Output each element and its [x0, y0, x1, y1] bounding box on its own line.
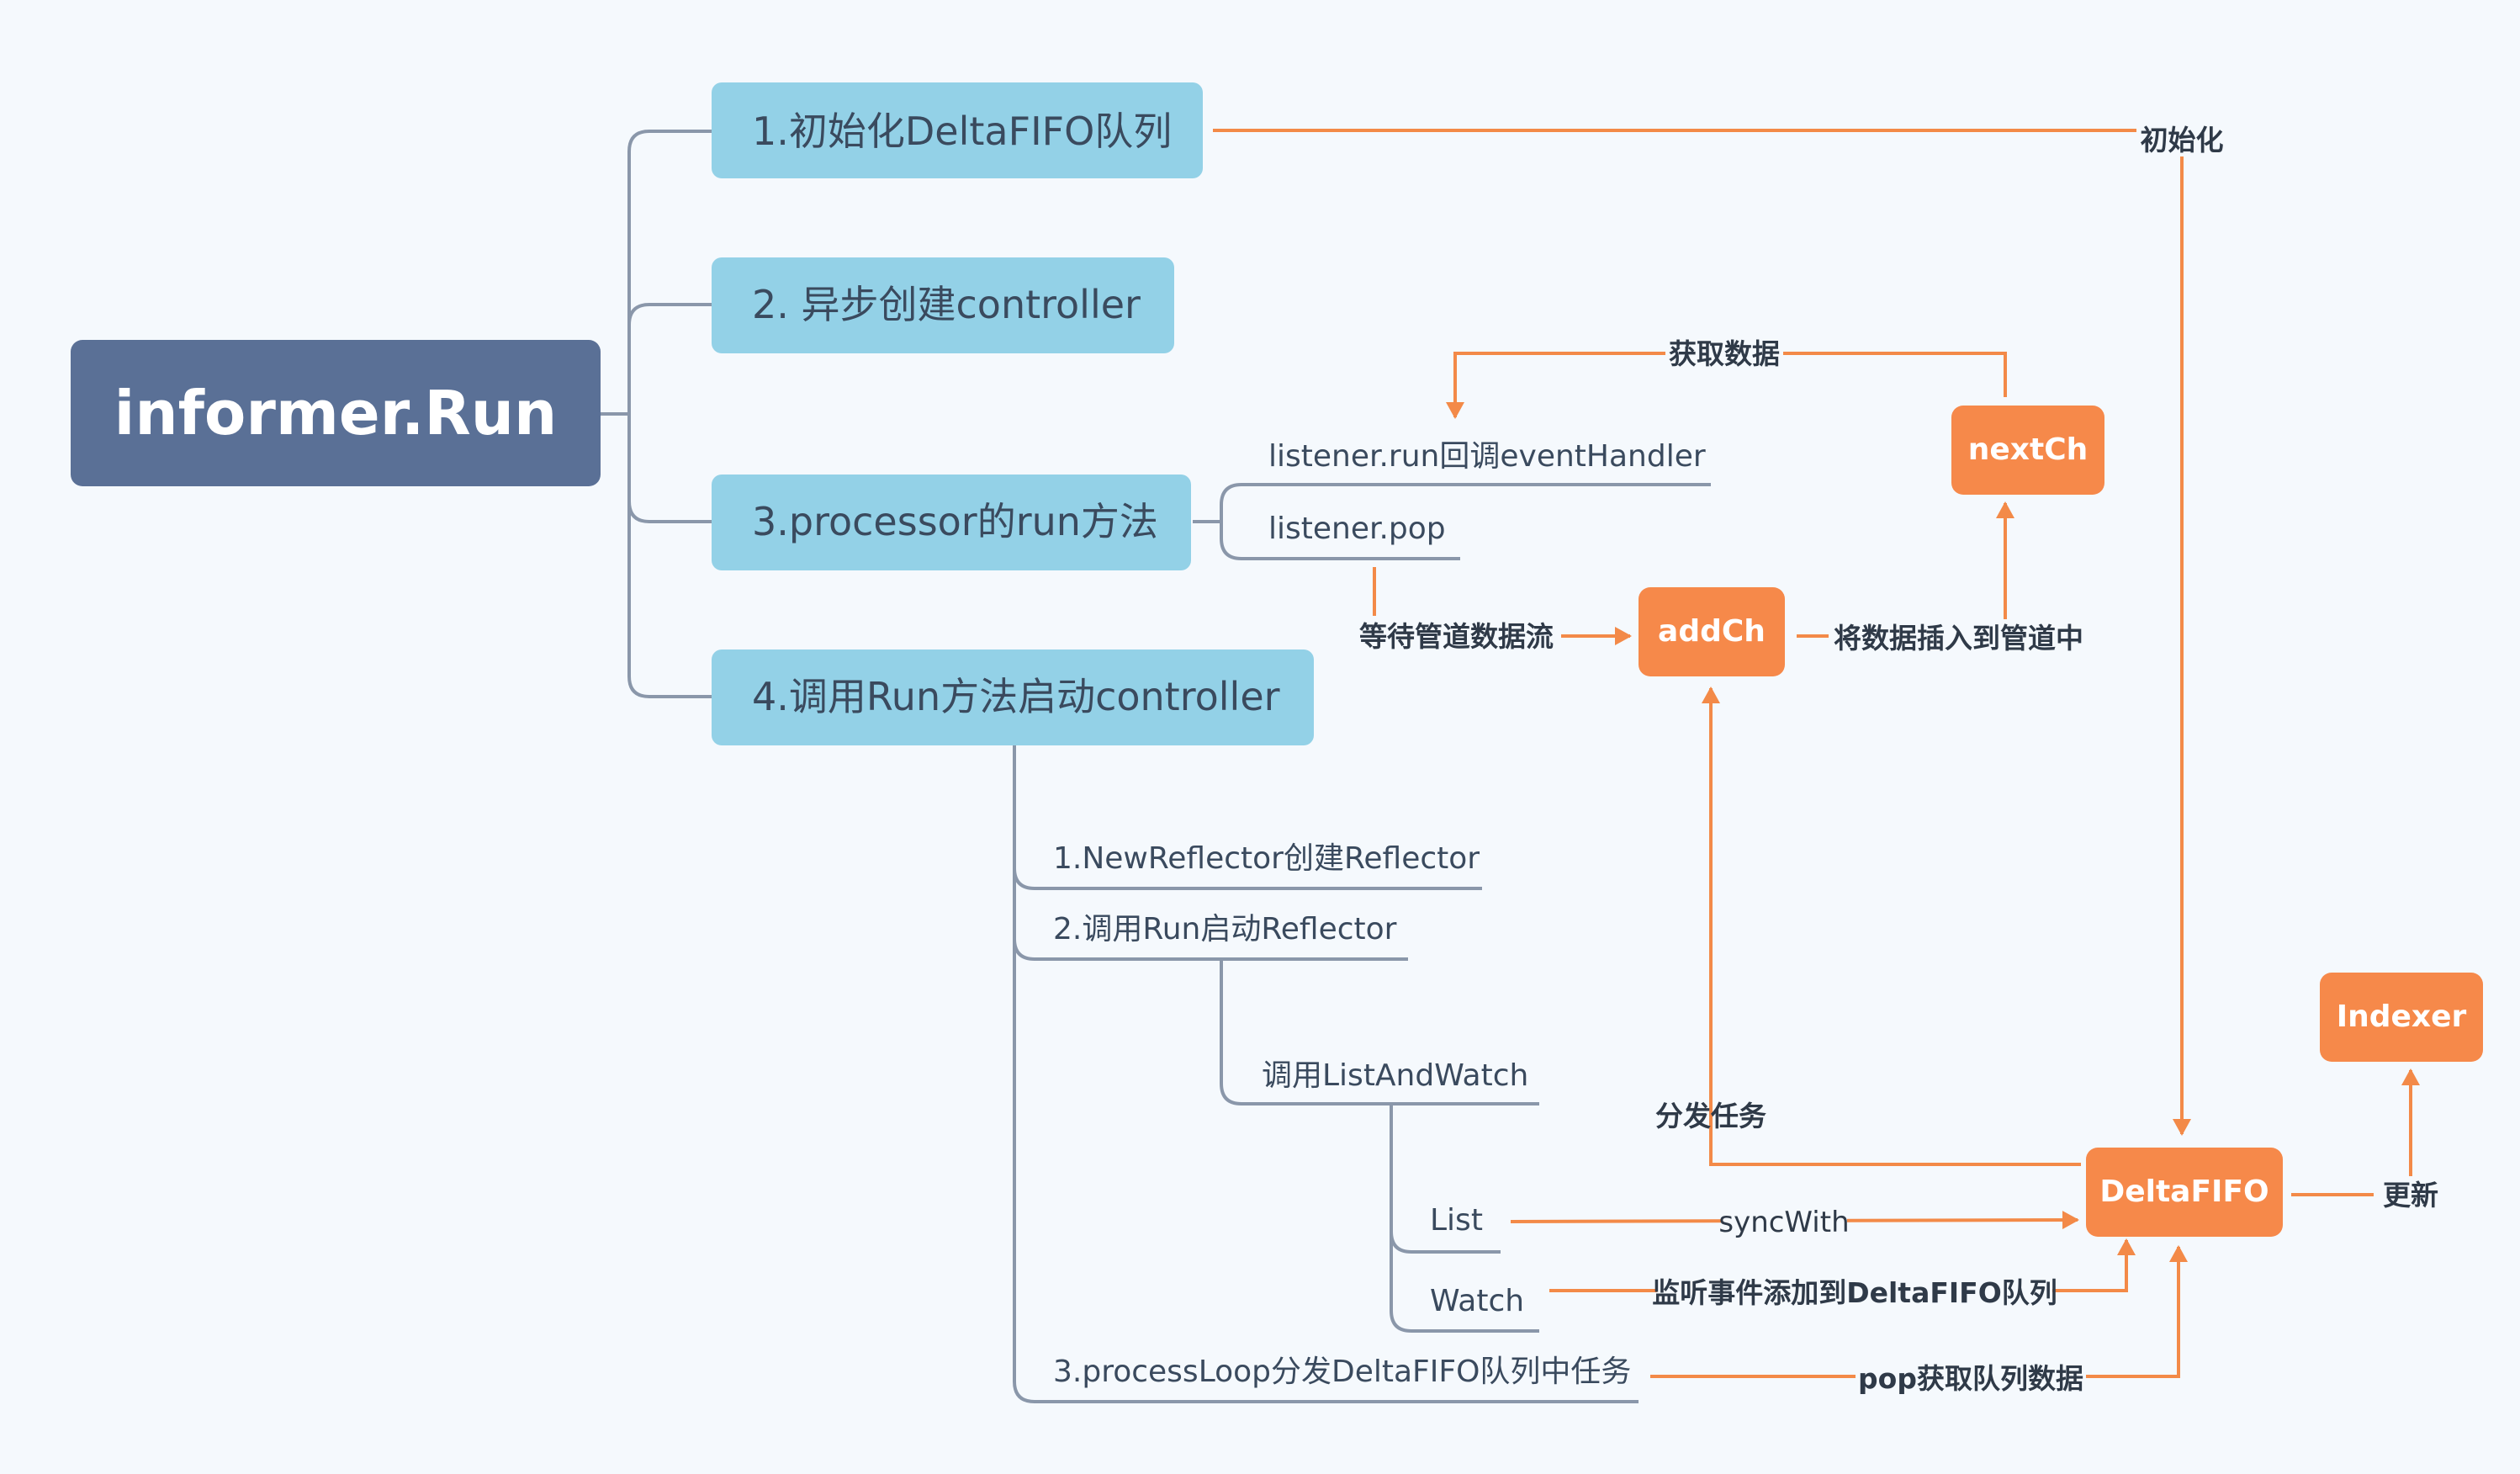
edge-label-dispatch: 分发任务: [1655, 1100, 1766, 1132]
tree-connectors: [601, 130, 1711, 1403]
edge-label-insert-pipe: 将数据插入到管道中: [1834, 622, 2083, 655]
root-node[interactable]: informer.Run: [71, 340, 601, 486]
component-add-ch-label: addCh: [1658, 614, 1766, 649]
edge-label-wait-stream: 等待管道数据流: [1359, 620, 1554, 653]
connector-controller-trunk: [1013, 745, 1639, 1403]
flow-deltafifo-to-addch: [1702, 687, 2081, 1166]
connector-processor-children: [1220, 483, 1711, 560]
component-next-ch[interactable]: nextCh: [1951, 406, 2104, 495]
step-node-run-controller-box: [712, 650, 1314, 745]
component-add-ch-box: [1639, 587, 1785, 676]
component-delta-fifo-label: DeltaFIFO: [2099, 1174, 2269, 1209]
component-delta-fifo-box: [2086, 1148, 2283, 1237]
component-next-ch-box: [1951, 406, 2104, 495]
step-node-run-controller[interactable]: 4.调用Run方法启动controller: [712, 650, 1314, 745]
edge-label-pop-fetch-text: pop获取队列数据: [1858, 1362, 2083, 1395]
edge-label-init: 初始化: [2136, 118, 2229, 156]
step-node-create-controller[interactable]: 2. 异步创建controller: [712, 257, 1174, 353]
component-indexer-label: Indexer: [2337, 999, 2467, 1034]
step-node-create-controller-label: 2. 异步创建controller: [752, 282, 1141, 327]
run-reflector-label: 2.调用Run启动Reflector: [1053, 912, 1397, 946]
flow-deltafifo-to-indexer: [2291, 1068, 2420, 1196]
connector-new-reflector: [1013, 867, 1482, 890]
connector-step3: [627, 501, 712, 523]
step-node-processor-run[interactable]: 3.processor的run方法: [712, 475, 1191, 570]
list-and-watch-label: 调用ListAndWatch: [1262, 1058, 1528, 1093]
connector-step2: [627, 303, 712, 326]
root-node-box: [71, 340, 601, 486]
component-delta-fifo[interactable]: DeltaFIFO: [2086, 1148, 2283, 1237]
connector-run-reflector: [1013, 938, 1408, 961]
edge-label-update: 更新: [2374, 1176, 2448, 1215]
edge-label-pop-fetch: pop获取队列数据: [1856, 1358, 2086, 1397]
component-indexer-box: [2320, 973, 2483, 1062]
process-loop-label: 3.processLoop分发DeltaFIFO队列中任务: [1053, 1355, 1631, 1389]
edge-label-watch-add-text: 监听事件添加到DeltaFIFO队列: [1652, 1276, 2057, 1309]
listener-pop-label: listener.pop: [1268, 512, 1446, 546]
connector-list-watch: [1390, 1104, 1539, 1333]
step-node-create-controller-box: [712, 257, 1174, 353]
edge-label-sync-with: syncWith: [1718, 1201, 1850, 1240]
edge-label-init-text: 初始化: [2141, 124, 2224, 156]
step-node-init[interactable]: 1.初始化DeltaFIFO队列: [712, 82, 1203, 178]
component-next-ch-label: nextCh: [1968, 432, 2089, 467]
component-indexer[interactable]: Indexer: [2320, 973, 2483, 1062]
listener-run-label: listener.run回调eventHandler: [1268, 439, 1706, 474]
list-label: List: [1430, 1203, 1483, 1238]
connector-listandwatch: [1220, 959, 1539, 1106]
root-node-label: informer.Run: [114, 378, 558, 448]
step-node-init-box: [712, 82, 1203, 178]
step-node-run-controller-label: 4.调用Run方法启动controller: [752, 674, 1280, 719]
new-reflector-label: 1.NewReflector创建Reflector: [1053, 841, 1480, 876]
connector-list: [1390, 1231, 1501, 1254]
connector-root-to-steps: [627, 130, 712, 698]
flow-processloop-to-deltafifo: [1650, 1245, 2188, 1378]
edge-label-fetch-data-text: 获取数据: [1669, 337, 1780, 370]
edge-label-watch-add: 监听事件添加到DeltaFIFO队列: [1652, 1272, 2057, 1311]
step-node-init-label: 1.初始化DeltaFIFO队列: [752, 109, 1172, 154]
step-node-processor-run-label: 3.processor的run方法: [752, 499, 1158, 544]
watch-label: Watch: [1430, 1284, 1524, 1318]
edge-label-sync-with-text: syncWith: [1718, 1206, 1849, 1239]
edge-label-update-text: 更新: [2383, 1179, 2438, 1212]
step-node-processor-run-box: [712, 475, 1191, 570]
component-add-ch[interactable]: addCh: [1639, 587, 1785, 676]
edge-label-fetch-data: 获取数据: [1665, 335, 1783, 372]
